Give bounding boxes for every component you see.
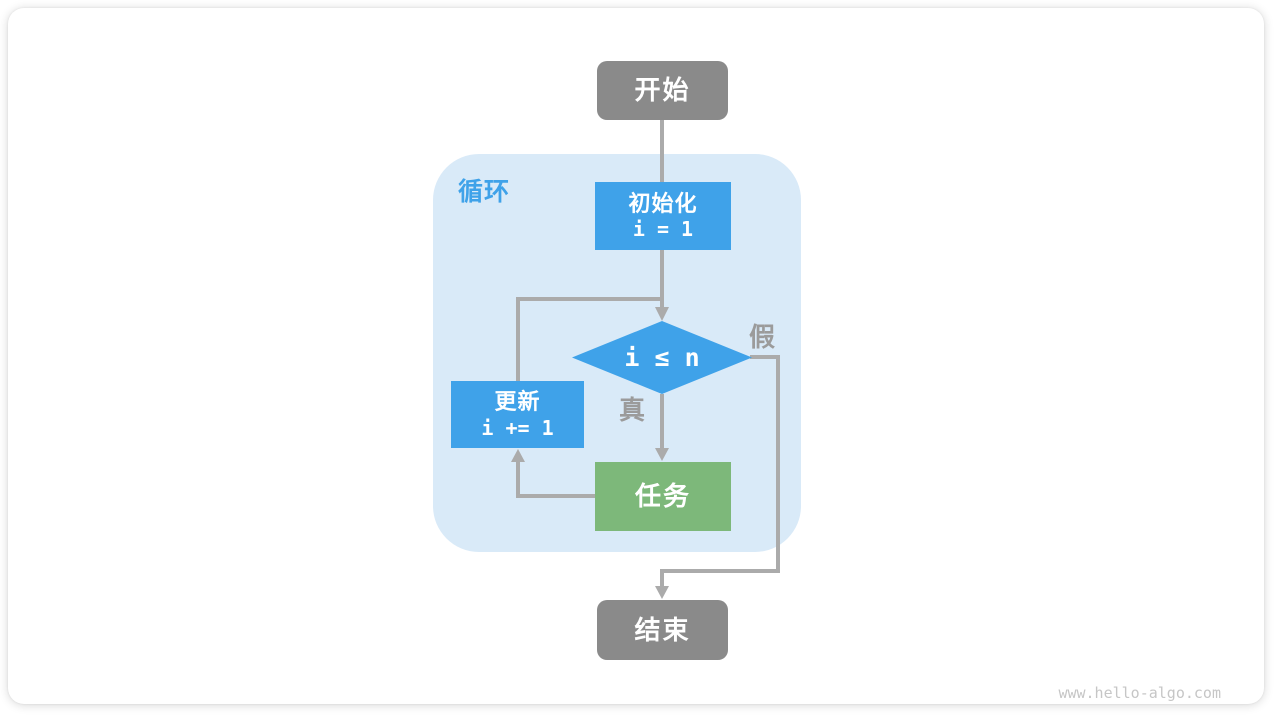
node-update-title: 更新 [494,389,541,415]
node-initialize-title: 初始化 [628,190,698,216]
watermark: www.hello-algo.com [1058,684,1221,702]
arrowhead-end-top [655,586,669,599]
node-task-label: 任务 [634,481,691,512]
node-end-label: 结束 [634,614,691,645]
edge-label-true: 真 [619,395,646,425]
node-end: 结束 [597,600,728,660]
node-update: 更新 i += 1 [451,381,584,448]
node-task: 任务 [595,462,731,531]
edge-label-false: 假 [749,322,776,352]
node-start: 开始 [597,61,728,120]
node-update-code: i += 1 [481,415,554,440]
loop-region-label: 循环 [458,178,511,206]
node-condition-label: i ≤ n [624,343,700,372]
diagram-card: 循环 开始 初始化 i = 1 i ≤ n 假 真 更新 i += 1 任务 结… [8,8,1264,704]
node-initialize-code: i = 1 [632,217,694,242]
node-initialize: 初始化 i = 1 [595,182,731,250]
node-start-label: 开始 [634,75,691,106]
